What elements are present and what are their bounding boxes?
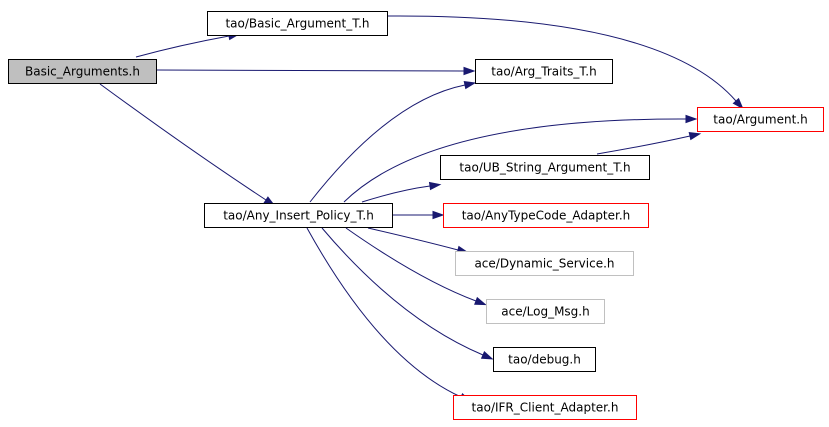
node-dynamic-service[interactable]: ace/Dynamic_Service.h: [455, 251, 634, 276]
nodes-layer: Basic_Arguments.h tao/Basic_Argument_T.ht…: [8, 11, 824, 420]
node-box[interactable]: [697, 107, 824, 132]
node-arg-traits-t[interactable]: tao/Arg_Traits_T.h: [475, 59, 613, 84]
node-label: ace/Dynamic_Service.h: [474, 257, 614, 271]
edge-arrowhead: [463, 80, 477, 90]
edge-arrowhead: [685, 114, 698, 124]
edge-arrowhead: [732, 97, 744, 110]
node-ub-string-argument-t[interactable]: tao/UB_String_Argument_T.h: [440, 155, 650, 180]
edge-any_insert_policy_t-to-ifr_client_adapter: [306, 227, 472, 402]
node-label: ace/Log_Msg.h: [501, 305, 589, 319]
edge-line: [155, 69, 465, 72]
edge-any_insert_policy_t-to-anytypecode_adapter: [392, 210, 445, 220]
edge-arrowhead: [474, 296, 487, 306]
edge-line: [367, 227, 459, 251]
edge-any_insert_policy_t-to-debug: [321, 227, 494, 360]
node-box[interactable]: [493, 347, 596, 372]
edge-line: [361, 185, 431, 203]
edge-any_insert_policy_t-to-arg_traits_t: [309, 80, 477, 203]
edge-line: [345, 227, 477, 302]
node-box[interactable]: [440, 155, 650, 180]
edge-any_insert_policy_t-to-dynamic_service: [367, 227, 470, 254]
edge-ub_string_argument_t-to-argument: [596, 132, 702, 155]
edge-line: [343, 118, 687, 203]
node-label: tao/Arg_Traits_T.h: [491, 65, 596, 79]
edge-any_insert_policy_t-to-ub_string_argument_t: [361, 181, 442, 203]
node-box[interactable]: [8, 59, 157, 84]
node-label: tao/debug.h: [508, 353, 581, 367]
edge-basic_arguments-to-arg_traits_t: [155, 66, 476, 76]
edge-any_insert_policy_t-to-log_msg: [345, 227, 487, 306]
edge-basic_arguments-to-any_insert_policy_t: [99, 83, 276, 207]
node-box[interactable]: [453, 395, 637, 420]
node-anytypecode-adapter[interactable]: tao/AnyTypeCode_Adapter.h: [443, 203, 649, 228]
edge-basic_argument_t-to-argument: [386, 15, 744, 110]
edge-line: [321, 227, 484, 356]
edge-line: [596, 135, 691, 155]
node-box[interactable]: [204, 203, 393, 228]
node-basic-argument-t[interactable]: tao/Basic_Argument_T.h: [207, 11, 388, 36]
node-any-insert-policy-t[interactable]: tao/Any_Insert_Policy_T.h: [204, 203, 393, 228]
edge-line: [386, 15, 737, 102]
edge-arrowhead: [463, 66, 476, 76]
edge-arrowhead: [688, 132, 702, 141]
node-label: tao/Any_Insert_Policy_T.h: [223, 209, 374, 223]
node-box[interactable]: [207, 11, 388, 36]
edge-line: [309, 84, 466, 203]
edges-layer: [99, 15, 744, 402]
node-log-msg[interactable]: ace/Log_Msg.h: [486, 299, 605, 324]
edge-line: [135, 35, 230, 58]
node-ifr-client-adapter[interactable]: tao/IFR_Client_Adapter.h: [453, 395, 637, 420]
node-debug[interactable]: tao/debug.h: [493, 347, 596, 372]
node-box[interactable]: [443, 203, 649, 228]
node-label: tao/Argument.h: [713, 113, 807, 127]
node-box[interactable]: [455, 251, 634, 276]
node-label: tao/IFR_Client_Adapter.h: [472, 401, 619, 415]
node-argument[interactable]: tao/Argument.h: [697, 107, 824, 132]
edge-arrowhead: [432, 210, 445, 220]
edge-line: [306, 227, 462, 398]
edge-line: [99, 83, 267, 201]
edge-any_insert_policy_t-to-argument: [343, 114, 698, 203]
node-basic-arguments[interactable]: Basic_Arguments.h: [8, 59, 157, 84]
node-label: tao/AnyTypeCode_Adapter.h: [462, 209, 631, 223]
edge-arrowhead: [428, 181, 442, 191]
node-label: tao/Basic_Argument_T.h: [225, 17, 369, 31]
edge-basic_arguments-to-basic_argument_t: [135, 31, 241, 58]
node-box[interactable]: [475, 59, 613, 84]
edge-arrowhead: [480, 350, 494, 360]
node-label: Basic_Arguments.h: [25, 65, 140, 79]
node-label: tao/UB_String_Argument_T.h: [459, 161, 630, 175]
node-box[interactable]: [486, 299, 605, 324]
